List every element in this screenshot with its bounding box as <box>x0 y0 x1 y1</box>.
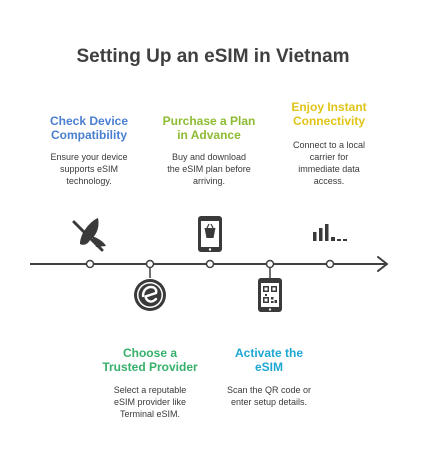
step-enjoy-title-line: Connectivity <box>292 114 365 128</box>
step-purchase-desc-line: the eSIM plan before <box>167 164 251 174</box>
mobile-shopping-icon <box>198 216 222 252</box>
step-activate-marker <box>265 259 275 269</box>
step-choose-title-line: Choose a <box>122 346 177 360</box>
step-check-title-line: Check Device <box>49 114 129 128</box>
step-check-title: Check Device Compatibility <box>29 114 149 142</box>
step-enjoy-desc-line: access. <box>313 176 345 186</box>
step-purchase-title-line: Purchase a Plan <box>162 114 256 128</box>
step-choose-desc-line: Select a reputable <box>113 385 187 395</box>
step-activate-title-line: eSIM <box>254 360 283 374</box>
step-purchase-desc-line: arriving. <box>192 176 225 186</box>
page-title: Setting Up an eSIM in Vietnam <box>76 46 350 67</box>
step-enjoy-marker <box>325 259 335 269</box>
step-activate-desc-line: enter setup details. <box>230 397 308 407</box>
step-check-desc-line: supports eSIM <box>59 164 119 174</box>
step-purchase-marker <box>205 259 215 269</box>
step-purchase-desc-line: Buy and download <box>171 152 247 162</box>
step-enjoy-desc-line: carrier for <box>309 152 349 162</box>
step-activate-description: Scan the QR code or enter setup details. <box>211 384 327 408</box>
step-choose-title: Choose a Trusted Provider <box>90 346 210 374</box>
qr-phone-icon <box>258 278 282 312</box>
step-activate-title-line: Activate the <box>234 346 304 360</box>
step-enjoy-desc-line: immediate data <box>298 164 360 174</box>
step-check-title-line: Compatibility <box>50 128 127 142</box>
step-purchase-title-line: in Advance <box>177 128 241 142</box>
step-enjoy-title-line: Enjoy Instant <box>291 100 367 114</box>
esim-provider-logo-icon <box>134 279 166 311</box>
step-check-desc-line: Ensure your device <box>50 152 128 162</box>
step-enjoy-description: Connect to a local carrier for immediate… <box>271 139 387 187</box>
step-enjoy-title: Enjoy Instant Connectivity <box>269 100 389 128</box>
step-check-desc-line: technology. <box>66 176 112 186</box>
signal-bars-icon <box>313 224 347 241</box>
step-purchase-description: Buy and download the eSIM plan before ar… <box>151 151 267 187</box>
step-check-description: Ensure your device supports eSIM technol… <box>31 151 147 187</box>
step-purchase-title: Purchase a Plan in Advance <box>149 114 269 142</box>
step-choose-desc-line: eSIM provider like <box>113 397 187 407</box>
step-choose-description: Select a reputable eSIM provider like Te… <box>92 384 208 420</box>
step-activate-desc-line: Scan the QR code or <box>226 385 312 395</box>
no-phone-signal-icon <box>72 218 106 252</box>
timeline-arrowhead <box>377 256 388 272</box>
step-choose-title-line: Trusted Provider <box>102 360 198 374</box>
step-check-marker <box>85 259 95 269</box>
step-choose-marker <box>145 259 155 269</box>
step-enjoy-desc-line: Connect to a local <box>292 140 366 150</box>
step-choose-desc-line: Terminal eSIM. <box>119 409 181 419</box>
step-activate-title: Activate the eSIM <box>209 346 329 374</box>
